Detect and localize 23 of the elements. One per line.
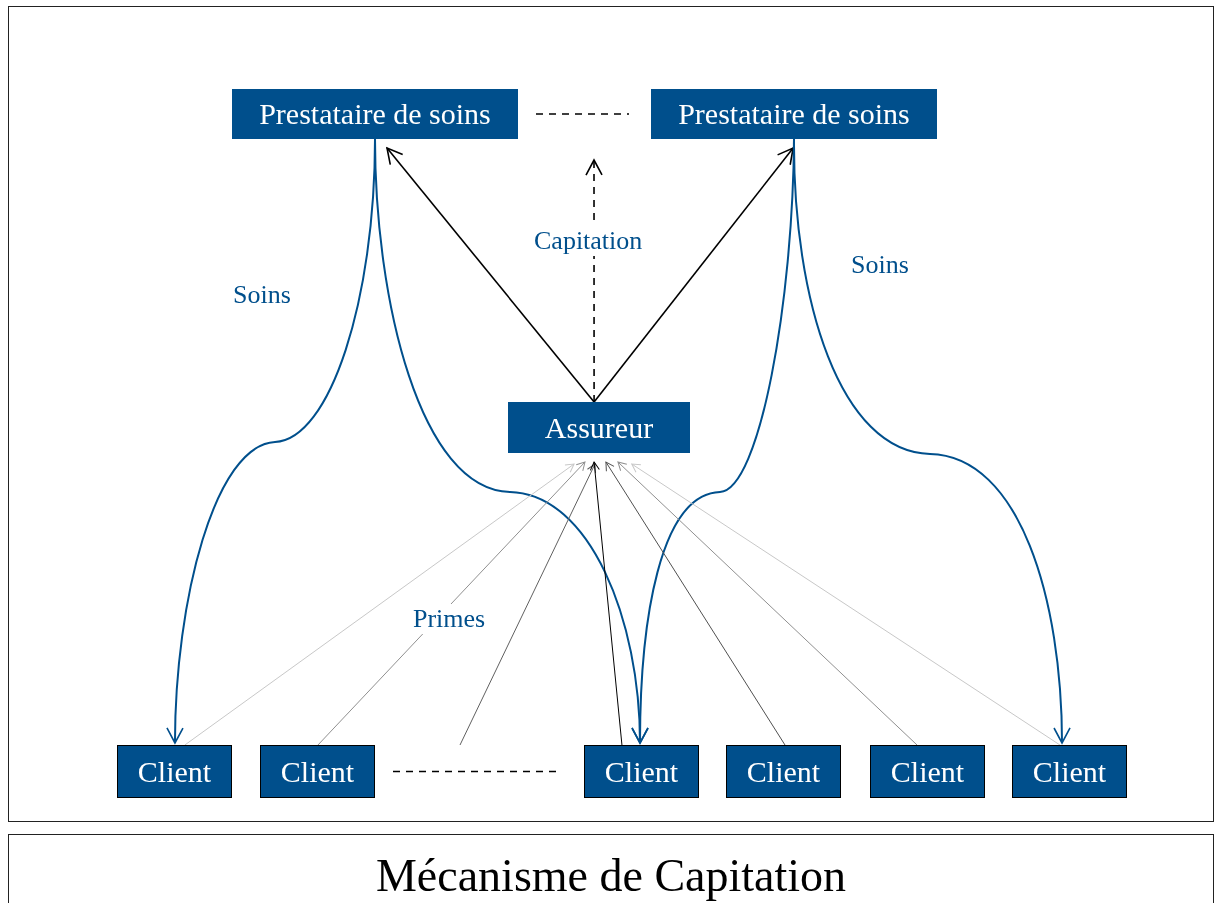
- caption: Mécanisme de Capitation: [374, 849, 848, 902]
- arrow: [459, 463, 597, 746]
- provider-box: Prestataire de soins: [651, 89, 937, 139]
- arrow: [593, 147, 794, 403]
- arrow: [631, 463, 1061, 746]
- client-box: Client: [260, 745, 375, 798]
- arrow: [589, 461, 623, 746]
- provider-box: Prestataire de soins: [232, 89, 518, 139]
- arrow: [184, 463, 575, 746]
- arrow: [585, 159, 603, 403]
- arrow: [617, 461, 918, 746]
- insurer-box: Assureur: [508, 402, 690, 453]
- curved-arrow: [793, 138, 1071, 744]
- client-box: Client: [1012, 745, 1127, 798]
- arrow: [317, 461, 586, 746]
- client-box: Client: [117, 745, 232, 798]
- client-box: Client: [870, 745, 985, 798]
- dashed-line: [392, 770, 557, 773]
- client-box: Client: [726, 745, 841, 798]
- arrow: [605, 461, 786, 746]
- client-box: Client: [584, 745, 699, 798]
- arrow: [386, 147, 595, 403]
- dashed-line: [535, 113, 630, 115]
